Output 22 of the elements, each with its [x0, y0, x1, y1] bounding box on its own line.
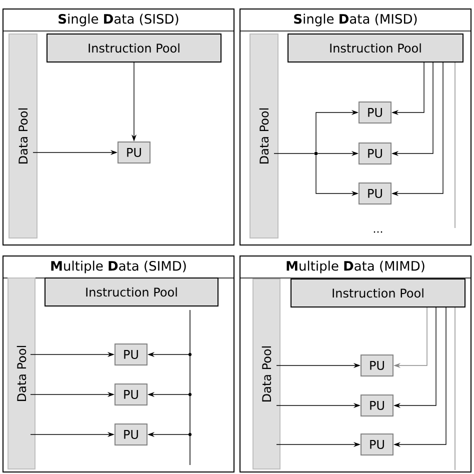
ellipsis: ... — [374, 231, 382, 233]
data-pool-bar: Data Pool — [252, 278, 280, 470]
pu-box: PU — [118, 142, 150, 164]
instruction-pool-box: Instruction Pool — [290, 278, 466, 308]
connector-line — [454, 62, 456, 228]
pu-box: PU — [358, 182, 392, 204]
pu-box: PU — [114, 384, 148, 406]
pu-box: PU — [360, 394, 394, 416]
instruction-pool-box: Instruction Pool — [288, 34, 464, 62]
instruction-pool-box: Instruction Pool — [46, 34, 222, 62]
connector-line — [454, 307, 456, 470]
pu-box: PU — [360, 434, 394, 456]
bus-line — [188, 310, 192, 465]
pu-box: PU — [358, 142, 392, 164]
data-pool-bar: Data Pool — [8, 278, 36, 470]
pu-box: PU — [114, 424, 148, 446]
data-pool-bar: Data Pool — [8, 34, 38, 238]
pu-box: PU — [114, 344, 148, 366]
pu-box: PU — [360, 354, 394, 376]
data-pool-bar: Data Pool — [250, 34, 278, 238]
instruction-pool-box: Instruction Pool — [44, 278, 218, 306]
pu-box: PU — [358, 102, 392, 124]
